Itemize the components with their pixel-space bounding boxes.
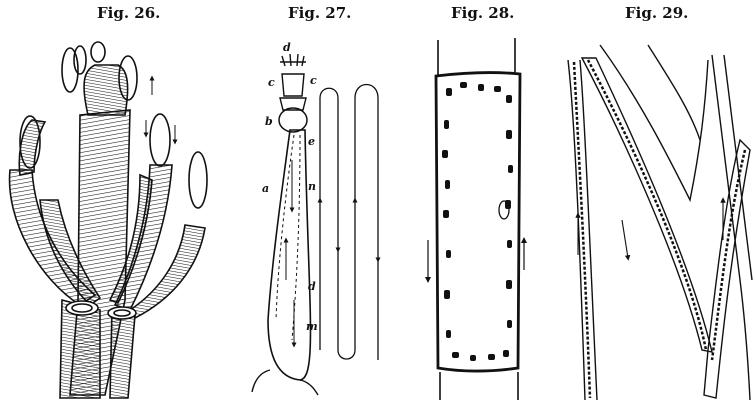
fig-28-drawing [428, 38, 524, 400]
fig-27-letter-e: e [308, 135, 315, 148]
fig-27-letter-d-top: d [283, 41, 291, 54]
fig-27-letter-c-left: c [268, 76, 275, 89]
fig-27-drawing: d c c b e a n d m [252, 41, 378, 395]
fig-27-letter-c-right: c [310, 74, 317, 87]
fig-27-letter-n: n [308, 180, 316, 193]
fig-27-letter-m: m [306, 320, 318, 333]
fig-29-drawing [568, 45, 752, 400]
fig-27-letter-b: b [265, 115, 273, 128]
fig-27-letter-d-lower: d [308, 280, 316, 293]
fig-26-drawing [10, 42, 207, 398]
fig-27-letter-a: a [262, 182, 269, 195]
